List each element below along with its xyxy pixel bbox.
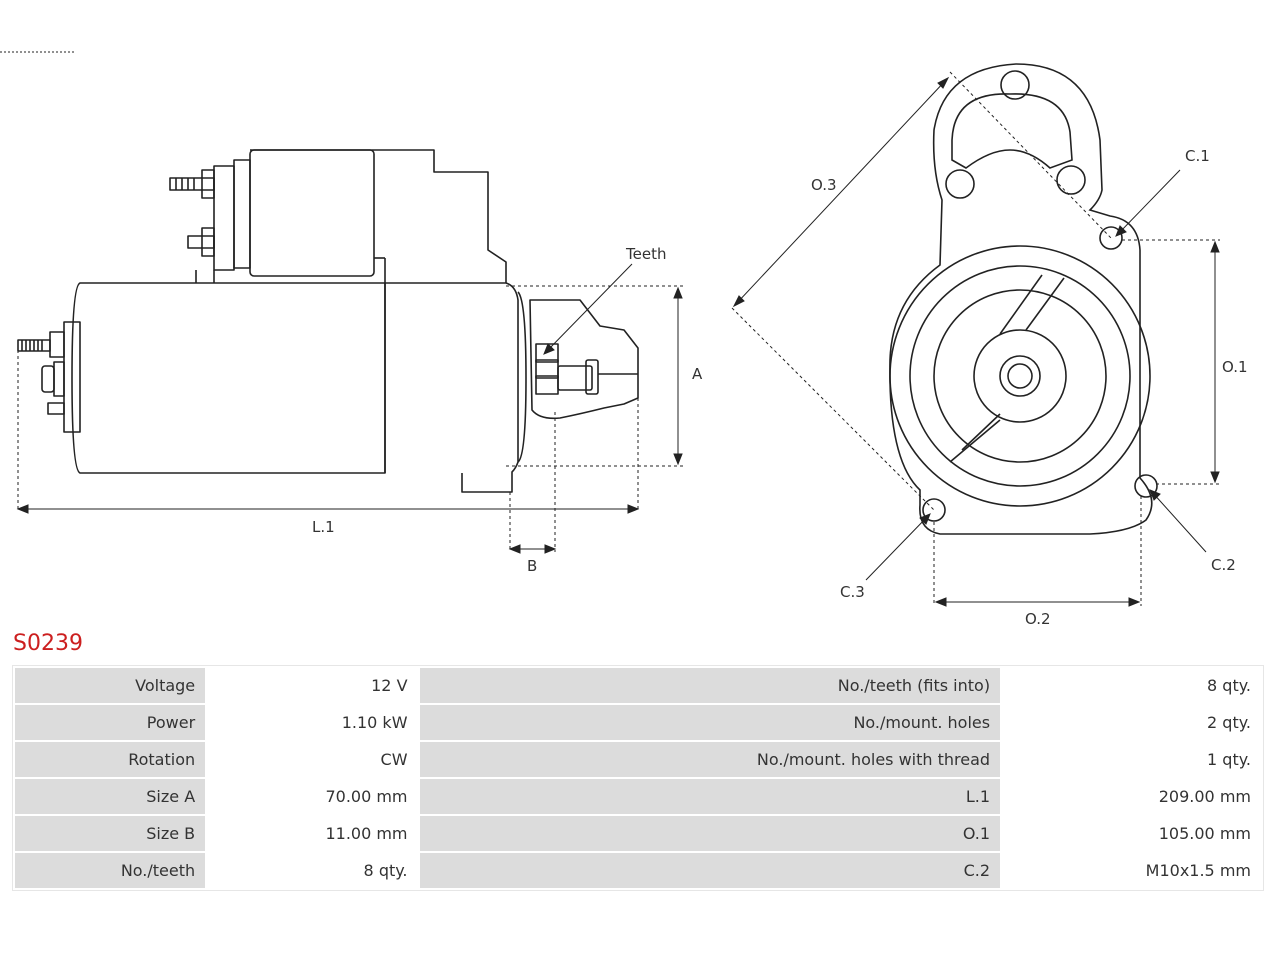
dimension-o2: [933, 496, 1142, 607]
leader-c1: [1115, 169, 1181, 237]
spec-value: 70.00 mm: [207, 779, 418, 814]
spec-key: C.2: [419, 853, 1001, 888]
dimension-l1: [16, 350, 640, 514]
label-c3: C.3: [840, 583, 865, 601]
spec-key: No./teeth: [15, 853, 206, 888]
spec-key: L.1: [419, 779, 1001, 814]
segment-line-2: [999, 274, 1043, 335]
spec-key: O.1: [419, 816, 1001, 851]
dimension-a: [506, 285, 684, 467]
table-row: Power 1.10 kW No./mount. holes 2 qty.: [15, 705, 1261, 740]
label-b: B: [527, 557, 538, 575]
table-row: Rotation CW No./mount. holes with thread…: [15, 742, 1261, 777]
label-c1: C.1: [1185, 147, 1210, 165]
front-view: [889, 63, 1158, 535]
spec-value: 209.00 mm: [1002, 779, 1261, 814]
spec-value: 105.00 mm: [1002, 816, 1261, 851]
upper-bolt-hole: [1000, 70, 1030, 100]
technical-drawing: Teeth A L.1 B O.3 C.1 O.1 C.2 C.3 O.2: [0, 51, 1248, 628]
side-view-motor-body: [63, 258, 386, 474]
inner-flange-circle: [933, 289, 1107, 463]
middle-flange-circle: [909, 265, 1131, 487]
spec-key: Power: [15, 705, 206, 740]
spec-value: 8 qty.: [207, 853, 418, 888]
hub-circle: [973, 329, 1067, 423]
table-row: Size B 11.00 mm O.1 105.00 mm: [15, 816, 1261, 851]
label-o1: O.1: [1222, 358, 1248, 376]
mount-hole-c3: [922, 498, 946, 522]
spec-value: 11.00 mm: [207, 816, 418, 851]
spec-key: Rotation: [15, 742, 206, 777]
spec-key: Size B: [15, 816, 206, 851]
spec-value: 1.10 kW: [207, 705, 418, 740]
shaft-outer-circle: [999, 355, 1041, 397]
ear-inner-outline: [951, 93, 1073, 169]
dimension-o1: [1122, 239, 1220, 485]
spec-value: 2 qty.: [1002, 705, 1261, 740]
left-ear-hole: [945, 169, 975, 199]
spec-key: Voltage: [15, 668, 206, 703]
segment-line-1: [1025, 277, 1065, 331]
spec-table: Voltage 12 V No./teeth (fits into) 8 qty…: [12, 665, 1264, 891]
segment-line-4: [961, 413, 1001, 451]
label-teeth: Teeth: [626, 245, 667, 263]
solenoid: [169, 149, 507, 283]
spec-key: No./teeth (fits into): [419, 668, 1001, 703]
label-o2: O.2: [1025, 610, 1051, 628]
mount-hole-c1: [1099, 226, 1123, 250]
label-c2: C.2: [1211, 556, 1236, 574]
spec-value: 8 qty.: [1002, 668, 1261, 703]
drive-housing: [385, 282, 639, 493]
spec-value: M10x1.5 mm: [1002, 853, 1261, 888]
spec-key: No./mount. holes: [419, 705, 1001, 740]
leader-c3: [865, 513, 931, 581]
spec-value: 1 qty.: [1002, 742, 1261, 777]
segment-line-3: [949, 419, 1001, 463]
spec-value: 12 V: [207, 668, 418, 703]
dimension-b: [508, 412, 557, 554]
label-a: A: [692, 365, 703, 383]
leader-c2: [1149, 489, 1207, 553]
end-terminal-bolts: [17, 331, 65, 415]
teeth-leader: [543, 263, 633, 355]
spec-value: CW: [207, 742, 418, 777]
dimension-o3: [731, 71, 1112, 511]
table-row: Size A 70.00 mm L.1 209.00 mm: [15, 779, 1261, 814]
mount-hole-c2: [1134, 474, 1158, 498]
label-o3: O.3: [811, 176, 837, 194]
table-row: No./teeth 8 qty. C.2 M10x1.5 mm: [15, 853, 1261, 888]
spec-key: Size A: [15, 779, 206, 814]
right-ear-hole: [1056, 165, 1086, 195]
label-l1: L.1: [312, 518, 335, 536]
shaft-inner-circle: [1007, 363, 1033, 389]
spec-key: No./mount. holes with thread: [419, 742, 1001, 777]
front-housing-outline: [889, 63, 1153, 535]
starter-motor-drawing: [0, 51, 1220, 607]
outer-flange-circle: [889, 245, 1151, 507]
table-row: Voltage 12 V No./teeth (fits into) 8 qty…: [15, 668, 1261, 703]
part-number-title: S0239: [13, 631, 83, 656]
